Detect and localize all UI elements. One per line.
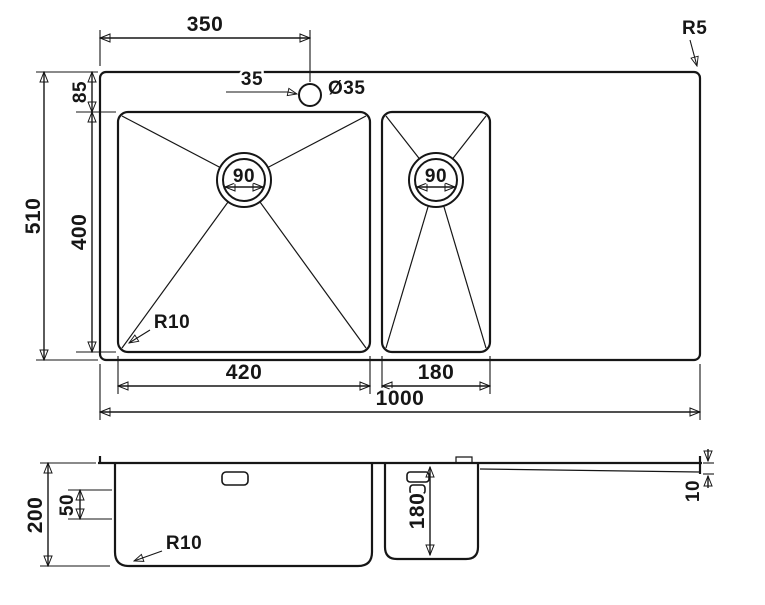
dim-second-bowl-width-label: 180 <box>418 361 455 384</box>
top-view: 90 90 350 35 Ø35 R5 <box>20 11 709 420</box>
dim-edge-thickness-label: 10 <box>683 480 704 502</box>
drainboard-underside <box>479 468 700 473</box>
dim-second-bowl-width: 180 <box>382 356 490 394</box>
dim-faucet-offset: 350 <box>100 11 310 82</box>
dim-second-bowl-depth: 180 <box>404 467 430 555</box>
dim-faucet-offset-label: 350 <box>187 13 224 36</box>
corner-radius-r5: R5 <box>680 16 709 66</box>
faucet-hole <box>298 83 322 107</box>
dim-overall-height-label: 200 <box>24 497 47 534</box>
dim-bowl-length: 400 <box>66 112 116 352</box>
dim-edge-thickness: 10 <box>681 449 714 505</box>
main-bowl <box>116 110 372 354</box>
dim-overall-width: 1000 <box>100 364 700 420</box>
faucet-hole-diameter-label: Ø35 <box>328 78 365 99</box>
main-bowl-section <box>113 463 374 568</box>
dim-rim-to-bowl: 85 <box>68 72 116 112</box>
dim-second-bowl-depth-label: 180 <box>406 493 429 530</box>
corner-radius-r5-label: R5 <box>682 18 707 39</box>
dim-second-drain-label: 90 <box>425 166 447 187</box>
drain-fitting-second <box>409 484 426 495</box>
dim-overall-width-label: 1000 <box>376 387 425 410</box>
dim-main-bowl-width: 420 <box>118 356 370 394</box>
dim-rim-offset-label: 50 <box>57 494 78 516</box>
overflow-slot-second <box>406 471 430 483</box>
dim-bowl-length-label: 400 <box>68 214 91 251</box>
divider-ridge <box>455 456 473 463</box>
dim-second-drain: 90 <box>417 164 455 187</box>
dim-overall-depth-label: 510 <box>22 198 45 235</box>
dim-faucet-setback-label: 35 <box>241 69 263 90</box>
bowl-corner-radius-label: R10 <box>154 312 190 333</box>
dim-overall-depth: 510 <box>20 72 98 360</box>
side-view: 200 50 180 R10 10 <box>22 449 714 568</box>
dim-rim-to-bowl-label: 85 <box>70 81 91 103</box>
dim-faucet-setback: 35 <box>226 67 297 94</box>
second-bowl-section <box>383 463 480 561</box>
bottom-corner-radius: R10 <box>134 531 204 561</box>
overflow-slot-main <box>221 471 249 486</box>
dim-main-drain: 90 <box>225 164 263 187</box>
second-bowl <box>380 110 492 354</box>
dim-rim-offset: 50 <box>55 490 112 519</box>
dim-main-drain-label: 90 <box>233 166 255 187</box>
bottom-corner-radius-label: R10 <box>166 533 202 554</box>
bowl-corner-radius: R10 <box>129 310 192 343</box>
dim-main-bowl-width-label: 420 <box>226 361 263 384</box>
dim-overall-height: 200 <box>22 463 110 566</box>
